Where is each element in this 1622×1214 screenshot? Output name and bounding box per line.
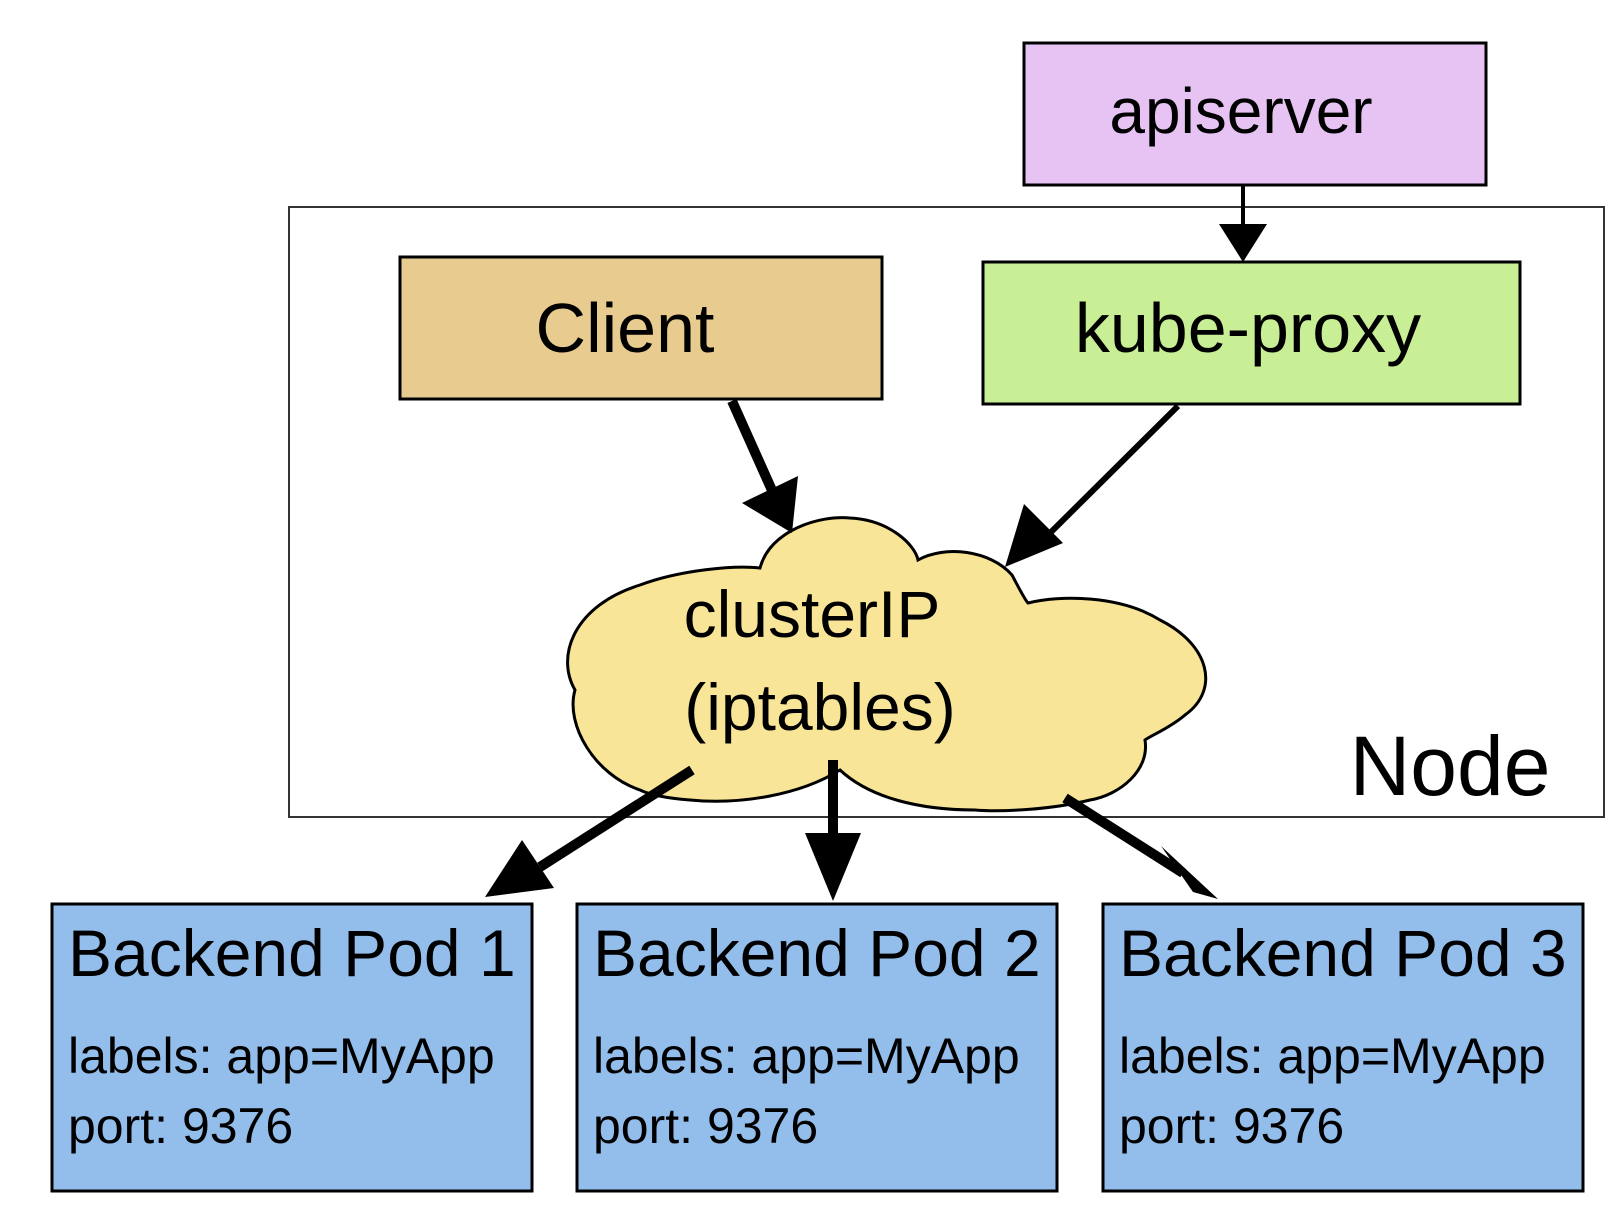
- cluster-ip-cloud: [566, 516, 1208, 813]
- kube-proxy-box: [981, 260, 1522, 406]
- arrow-cluster-ip-to-pod-3: [1062, 793, 1218, 899]
- arrow-apiserver-to-kube-proxy: [1219, 185, 1267, 262]
- pod-port: port: 9376: [1119, 1098, 1344, 1154]
- pod-labels: labels: app=MyApp: [593, 1028, 1020, 1084]
- backend-pod-3: Backend Pod 3 labels: app=MyApp port: 93…: [1101, 902, 1585, 1193]
- node-label: Node: [1350, 719, 1551, 813]
- pod-port: port: 9376: [593, 1098, 818, 1154]
- client-label: Client: [536, 289, 715, 367]
- arrow-cluster-ip-to-pod-2: [805, 760, 861, 901]
- pod-title: Backend Pod 2: [593, 916, 1041, 990]
- pod-labels: labels: app=MyApp: [1119, 1028, 1546, 1084]
- pod-title: Backend Pod 3: [1119, 916, 1567, 990]
- cluster-ip-label: clusterIP: [684, 577, 941, 651]
- client-box: [398, 255, 884, 401]
- pod-port: port: 9376: [68, 1098, 293, 1154]
- kube-proxy-label: kube-proxy: [1075, 289, 1421, 367]
- cluster-ip-sublabel: (iptables): [684, 670, 955, 744]
- backend-pod-1: Backend Pod 1 labels: app=MyApp port: 93…: [50, 902, 534, 1193]
- apiserver-label: apiserver: [1109, 75, 1372, 147]
- pod-title: Backend Pod 1: [68, 916, 516, 990]
- arrow-cluster-ip-to-pod-1: [485, 765, 695, 897]
- backend-pod-2: Backend Pod 2 labels: app=MyApp port: 93…: [575, 902, 1059, 1193]
- apiserver-box: [1022, 41, 1488, 187]
- pod-labels: labels: app=MyApp: [68, 1028, 495, 1084]
- arrow-kube-proxy-to-cluster-ip: [1005, 403, 1181, 567]
- arrow-client-to-cluster-ip: [727, 398, 798, 533]
